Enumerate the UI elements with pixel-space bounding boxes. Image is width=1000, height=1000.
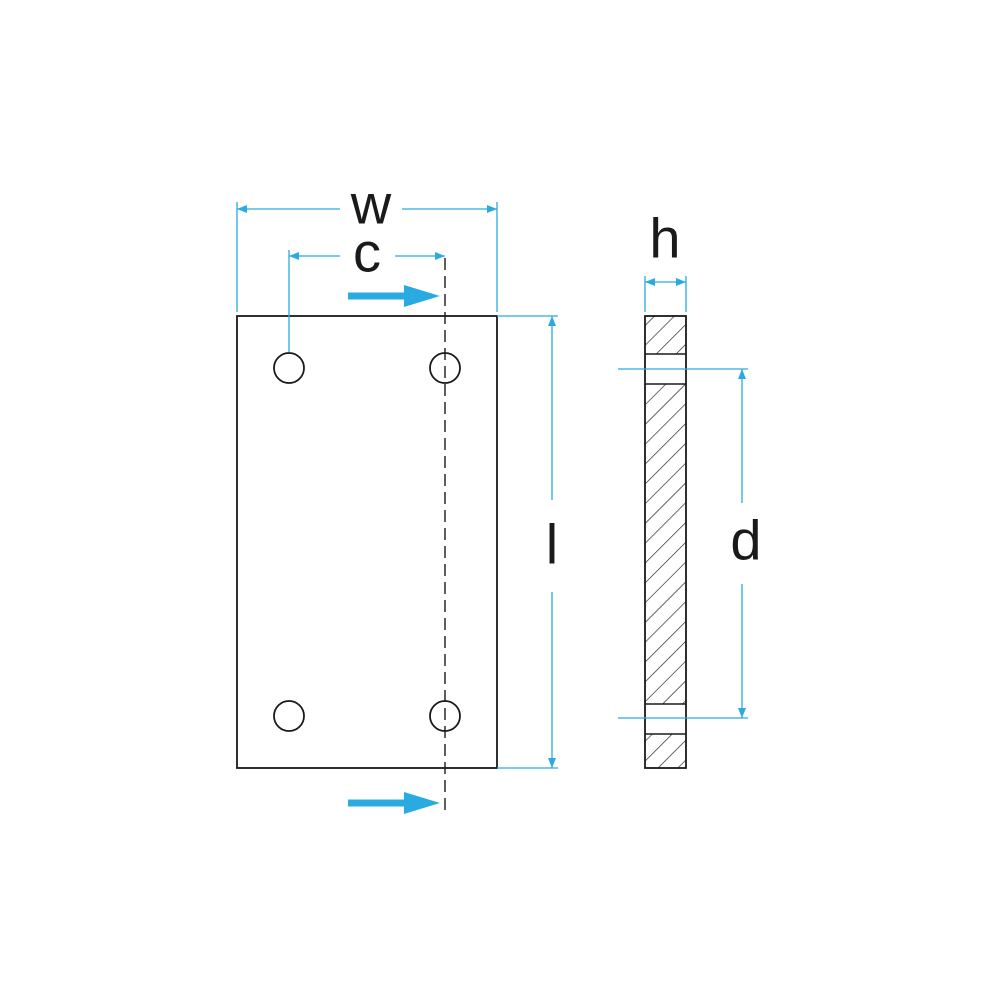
- hole-bottom-left: [273, 700, 305, 732]
- section-outline: [644, 315, 687, 769]
- thickness-label: h: [649, 207, 680, 270]
- dimension-width: [236, 202, 498, 312]
- hole-top-left: [273, 352, 305, 384]
- dimension-thickness: [644, 276, 687, 312]
- arrow-right-icon: [348, 285, 440, 307]
- dimension-length: [497, 315, 558, 769]
- dimension-hole-spacing-width: [288, 250, 445, 352]
- section-view: [618, 315, 748, 769]
- arrow-right-icon: [348, 792, 440, 814]
- width-label: w: [350, 173, 392, 236]
- length-label: l: [546, 513, 558, 576]
- plate-outline: [236, 315, 498, 769]
- section-hatch-top: [645, 316, 686, 354]
- section-hatch-middle: [645, 384, 686, 704]
- hole-spacing-length-label: d: [730, 509, 761, 572]
- hole-spacing-width-label: c: [353, 221, 381, 284]
- section-hatch-bottom: [645, 734, 686, 768]
- front-view: [236, 258, 498, 810]
